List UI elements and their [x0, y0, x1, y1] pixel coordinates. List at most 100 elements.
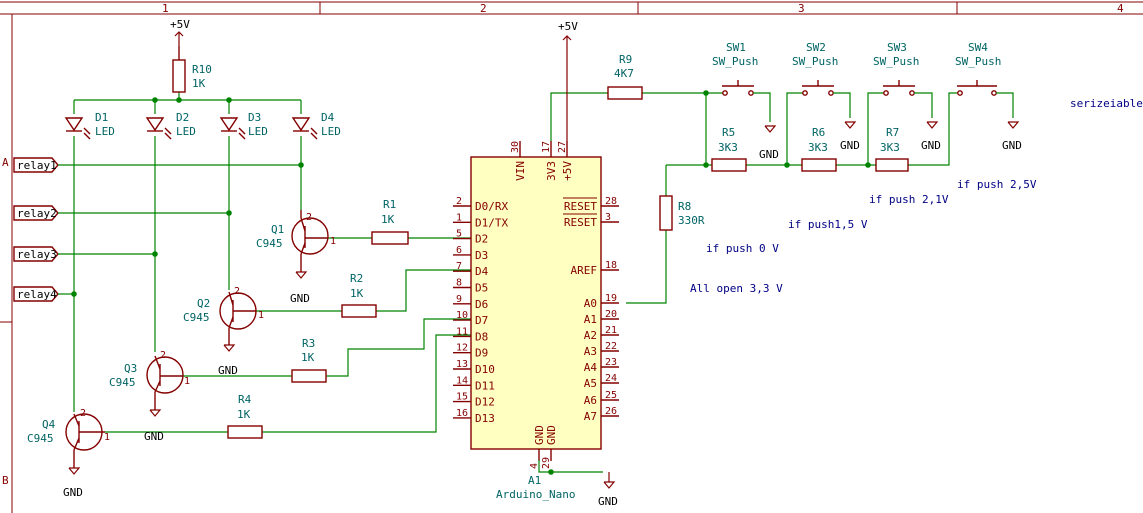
svg-text:D4: D4 [321, 111, 335, 124]
transistor-q4: 2 1 Q4 C945 [27, 408, 110, 468]
arduino-pin-number: 26 [605, 406, 617, 417]
arduino-pin-number: 20 [605, 309, 617, 320]
row-label-a: A [2, 156, 9, 169]
svg-text:R10: R10 [192, 63, 212, 76]
led-d4: D4 LED [291, 111, 341, 140]
svg-text:Q4: Q4 [42, 418, 56, 431]
arduino-pin-number: 5 [456, 229, 462, 240]
resistor-r7: R7 3K3 [875, 126, 909, 172]
resistor-r10: R10 1K [172, 46, 212, 93]
svg-text:LED: LED [95, 125, 115, 138]
transistor-q1: 2 1 Q1 C945 [256, 210, 336, 272]
row-label-b: B [2, 474, 9, 487]
gnd-q4: GND [63, 467, 83, 499]
svg-text:GND: GND [921, 139, 941, 152]
svg-text:GND: GND [144, 430, 164, 443]
arduino-pin-number: 12 [456, 343, 468, 354]
arduino-pin-number: 15 [456, 392, 468, 403]
arduino-pin-label: D10 [475, 363, 495, 376]
svg-text:2: 2 [234, 286, 240, 297]
svg-text:R4: R4 [238, 393, 252, 406]
arduino-pin-number: 8 [456, 278, 462, 289]
arduino-pin-number: 2 [456, 196, 462, 207]
switch-sw2: SW2 SW_Push GND [792, 41, 860, 152]
net-labels: relay1 relay2 relay3 relay4 [13, 157, 59, 302]
arduino-pin-label: D11 [475, 379, 495, 392]
arduino-pin-label: RESET [564, 216, 597, 229]
svg-text:+5V: +5V [558, 20, 578, 33]
arduino-pin-label: D8 [475, 330, 488, 343]
arduino-pin-number: 27 [557, 141, 568, 153]
arduino-pin-label: GND [533, 425, 546, 445]
arduino-pin-number: 29 [541, 457, 552, 469]
gnd-q1: GND [290, 271, 310, 305]
svg-text:Q1: Q1 [271, 223, 284, 236]
resistor-r3: R3 1K [291, 337, 327, 383]
svg-text:C945: C945 [109, 376, 136, 389]
arduino-pin-label: D12 [475, 396, 495, 409]
net-label-relay2: relay2 [13, 205, 59, 221]
annotations: serizeiable if push 2,5V if push 2,1V if… [690, 97, 1143, 295]
svg-text:2: 2 [306, 212, 312, 223]
arduino-pin-number: 16 [456, 408, 468, 419]
switch-sw1: SW1 SW_Push GND [712, 41, 779, 161]
svg-text:R9: R9 [619, 53, 632, 66]
svg-text:1K: 1K [350, 287, 364, 300]
resistor-r6: R6 3K3 [801, 126, 837, 172]
arduino-pin-label: D6 [475, 298, 488, 311]
arduino-pin-number: 3 [605, 212, 611, 223]
svg-text:3K3: 3K3 [808, 141, 828, 154]
arduino-pin-number: 25 [605, 390, 617, 401]
arduino-pin-label: A2 [584, 329, 597, 342]
arduino-pin-label: D2 [475, 233, 488, 246]
arduino-pin-number: 1 [456, 212, 462, 223]
resistor-r1: R1 1K [371, 198, 409, 245]
svg-text:GND: GND [1002, 139, 1022, 152]
arduino-pin-label: A0 [584, 297, 597, 310]
svg-text:LED: LED [248, 125, 268, 138]
svg-text:SW4: SW4 [968, 41, 988, 54]
arduino-pin-label: D5 [475, 282, 488, 295]
svg-text:3K3: 3K3 [880, 141, 900, 154]
arduino-pin-number: 7 [456, 261, 462, 272]
svg-text:D1: D1 [95, 111, 108, 124]
arduino-pin-label: AREF [571, 264, 598, 277]
svg-text:Q3: Q3 [124, 362, 137, 375]
svg-text:C945: C945 [256, 237, 283, 250]
svg-text:GND: GND [218, 364, 238, 377]
power-5v-arduino: +5V [558, 20, 578, 141]
svg-text:GND: GND [290, 292, 310, 305]
arduino-pin-number: 11 [456, 326, 468, 337]
arduino-nano: A1 Arduino_Nano D0/RX2D1/TX1D25D36D47D58… [453, 141, 619, 501]
arduino-pin-number: 23 [605, 357, 617, 368]
svg-text:2: 2 [160, 350, 166, 361]
arduino-pin-number: 10 [456, 310, 468, 321]
wires-left [58, 92, 471, 433]
resistor-r2: R2 1K [341, 272, 377, 318]
net-label-relay3: relay3 [13, 246, 59, 262]
arduino-pin-number: 18 [605, 260, 617, 271]
svg-text:R5: R5 [722, 126, 735, 139]
svg-text:R8: R8 [678, 200, 691, 213]
resistor-r4: R4 1K [227, 393, 263, 439]
svg-text:1K: 1K [192, 77, 206, 90]
arduino-pin-number: 17 [541, 141, 552, 153]
arduino-pin-number: 24 [605, 373, 617, 384]
svg-text:+5V: +5V [170, 18, 190, 31]
svg-text:LED: LED [176, 125, 196, 138]
svg-text:relay1: relay1 [17, 159, 57, 172]
arduino-pin-label: RESET [564, 200, 597, 213]
svg-text:SW_Push: SW_Push [955, 55, 1001, 68]
svg-text:2: 2 [80, 408, 86, 419]
svg-text:LED: LED [321, 125, 341, 138]
column-label-3: 3 [798, 2, 805, 15]
svg-text:1K: 1K [301, 351, 315, 364]
svg-text:GND: GND [840, 139, 860, 152]
svg-text:GND: GND [598, 495, 618, 508]
arduino-pin-number: 30 [510, 141, 521, 153]
arduino-pin-label: A5 [584, 377, 597, 390]
svg-text:relay3: relay3 [17, 248, 57, 261]
arduino-pin-number: 21 [605, 325, 617, 336]
